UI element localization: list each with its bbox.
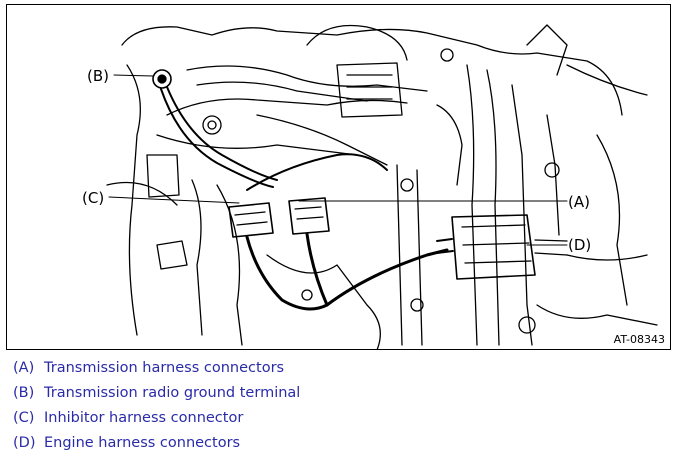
- legend-text: Transmission harness connectors: [44, 360, 285, 376]
- legend-item-b: (B) Transmission radio ground terminal: [13, 381, 673, 406]
- legend-item-d: (D) Engine harness connectors: [13, 431, 673, 456]
- legend-item-c: (C) Inhibitor harness connector: [13, 406, 673, 431]
- figure-id: AT-08343: [613, 333, 665, 346]
- callout-label-b: (B): [87, 67, 109, 85]
- legend-key: (C): [13, 410, 35, 426]
- legend-text: Inhibitor harness connector: [44, 410, 244, 426]
- legend-key: (B): [13, 385, 35, 401]
- legend-text: Transmission radio ground terminal: [44, 385, 301, 401]
- callout-label-d: (D): [568, 236, 592, 254]
- figure-frame: (B) (C) (A) (D) AT-08343: [6, 4, 671, 350]
- callout-label-c: (C): [82, 189, 105, 207]
- engine-line-drawing: [106, 24, 658, 349]
- legend-key: (D): [13, 435, 36, 451]
- legend: (A) Transmission harness connectors (B) Tr…: [13, 356, 673, 456]
- callout-label-a: (A): [568, 193, 590, 211]
- legend-text: Engine harness connectors: [44, 435, 241, 451]
- legend-item-a: (A) Transmission harness connectors: [13, 356, 673, 381]
- legend-key: (A): [13, 360, 35, 376]
